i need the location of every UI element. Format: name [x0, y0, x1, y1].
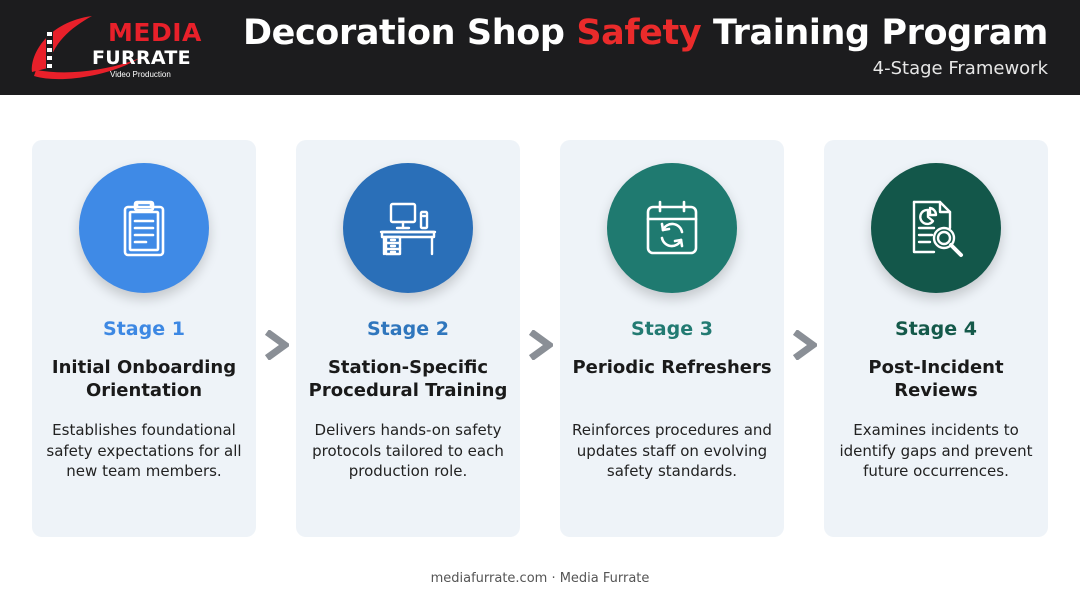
chevron-right-icon — [792, 330, 817, 360]
footer-text: mediafurrate.com · Media Furrate — [430, 571, 650, 586]
stage-description: Establishes foundational safety expectat… — [46, 421, 242, 480]
stage-icon-circle-3 — [607, 163, 737, 293]
stage-description: Delivers hands-on safety protocols tailo… — [312, 421, 504, 480]
page-title: Decoration Shop Safety Training Program — [243, 13, 1048, 53]
stage-label: Stage 4 — [895, 318, 977, 340]
logo: MEDIA FURRATE Video Production — [30, 14, 205, 82]
stage-label: Stage 3 — [631, 318, 713, 340]
stage-description: Reinforces procedures and updates staff … — [572, 421, 772, 480]
stage-label: Stage 2 — [367, 318, 449, 340]
title-accent: Safety — [576, 13, 702, 53]
stage-description: Examines incidents to identify gaps and … — [839, 421, 1033, 480]
logo-text-furrate: FURRATE — [92, 47, 191, 69]
stage-icon-circle-4 — [871, 163, 1001, 293]
stage-name: Station-Specific Procedural Training — [308, 357, 508, 401]
stage-name: Periodic Refreshers — [572, 357, 772, 378]
calendar-refresh-icon — [646, 200, 698, 255]
stage-card-4: Stage 4 Post-Incident Reviews Examines i… — [824, 140, 1048, 537]
report-magnifier-icon — [912, 200, 963, 257]
stage-card-3: Stage 3 Periodic Refreshers Reinforces p… — [560, 140, 784, 537]
logo-text-media: MEDIA — [108, 18, 202, 47]
title-part-2: Training Program — [701, 13, 1048, 53]
stage-label: Stage 1 — [103, 318, 185, 340]
workstation-desk-icon — [379, 202, 437, 256]
title-part-1: Decoration Shop — [242, 13, 577, 53]
stage-icon-circle-2 — [343, 163, 473, 293]
logo-tagline: Video Production — [110, 70, 171, 79]
page-subtitle: 4-Stage Framework — [872, 58, 1048, 79]
clipboard-icon — [123, 200, 165, 257]
chevron-right-icon — [528, 330, 553, 360]
header-bar: MEDIA FURRATE Video Production Decoratio… — [0, 0, 1080, 95]
stage-icon-circle-1 — [79, 163, 209, 293]
chevron-right-icon — [264, 330, 289, 360]
stage-name: Post-Incident Reviews — [868, 357, 1004, 401]
logo-swoosh-icon — [31, 16, 140, 80]
stage-name: Initial Onboarding Orientation — [51, 357, 237, 401]
stage-card-1: Stage 1 Initial Onboarding Orientation E… — [32, 140, 256, 537]
stage-card-2: Stage 2 Station-Specific Procedural Trai… — [296, 140, 520, 537]
